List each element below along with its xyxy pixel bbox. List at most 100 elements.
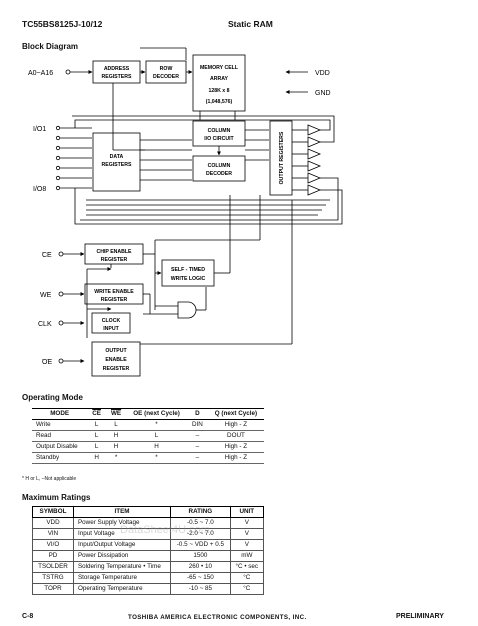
operating-mode-table: MODE CE WE OE (next Cycle) D Q (next Cyc… — [32, 408, 264, 464]
table-cell: * — [126, 452, 187, 464]
table-cell: °C • sec — [229, 561, 265, 573]
table-cell: °C — [229, 583, 265, 595]
table-cell: 1500 — [170, 550, 231, 562]
table-header-row: MODE CE WE OE (next Cycle) D Q (next Cyc… — [32, 408, 264, 420]
col-header: D — [186, 408, 208, 420]
data-registers-block — [92, 132, 141, 192]
table-cell: L — [87, 419, 106, 431]
table-cell: VI/O — [32, 539, 74, 551]
table-cell: -65 ~ 150 — [170, 572, 231, 584]
part-number: TC55BS8125J-10/12 — [22, 19, 103, 29]
table-header-row: SYMBOL ITEM RATING UNIT — [32, 506, 265, 518]
data-registers-label-2: REGISTERS — [102, 162, 133, 168]
operating-mode-note: * H or L, –Not applicable — [22, 476, 77, 482]
chip-enable-label: CHIP ENABLE — [96, 249, 132, 255]
self-timed-label: SELF - TIMED — [171, 267, 205, 273]
col-header: OE (next Cycle) — [126, 408, 187, 420]
memory-size-label: 128K x 8 — [208, 88, 229, 94]
memory-array-label-2: ARRAY — [210, 76, 229, 82]
output-enable-register-block — [91, 341, 141, 377]
table-cell: Input/Output Voltage — [72, 539, 172, 551]
table-cell: Storage Temperature — [72, 572, 172, 584]
table-cell: V — [229, 528, 265, 540]
table-cell: H — [105, 430, 127, 442]
table-cell: L — [126, 430, 187, 442]
row-decoder-label: ROW — [160, 66, 173, 72]
document-title: Static RAM — [228, 19, 273, 29]
chip-enable-label-2: REGISTER — [101, 257, 128, 263]
page-number: C-8 — [22, 613, 34, 620]
table-cell: mW — [229, 550, 265, 562]
output-registers-block — [269, 120, 293, 196]
output-enable-label-3: REGISTER — [103, 366, 130, 372]
table-row: VI/O Input/Output Voltage -0.5 ~ VDD + 0… — [32, 539, 265, 551]
clk-pin-label: CLK — [38, 321, 52, 328]
data-registers-label: DATA — [110, 154, 124, 160]
table-cell: Write — [32, 419, 88, 431]
io8-pin-label: I/O8 — [33, 186, 46, 193]
gnd-pin-label: GND — [315, 90, 331, 97]
memory-bits-label: (1,048,576) — [206, 99, 233, 105]
table-cell: Soldering Temperature • Time — [72, 561, 172, 573]
table-cell: High - Z — [207, 452, 264, 464]
table-cell: PD — [32, 550, 74, 562]
self-timed-label-2: WRITE LOGIC — [171, 276, 206, 282]
table-row: Standby H * * – High - Z — [32, 452, 264, 464]
memory-array-label: MEMORY CELL — [200, 65, 239, 71]
table-cell: H — [126, 441, 187, 453]
block-diagram-title: Block Diagram — [22, 42, 79, 51]
clock-label: CLOCK — [102, 318, 121, 324]
col-header: ITEM — [72, 506, 172, 518]
table-row: PD Power Dissipation 1500 mW — [32, 550, 265, 562]
table-cell: °C — [229, 572, 265, 584]
we-pin-label: WE — [40, 292, 52, 299]
table-row: VDD Power Supply Voltage -0.5 ~ 7.0 V — [32, 517, 265, 529]
table-row: Output Disable L H H – High - Z — [32, 441, 264, 453]
table-cell: High - Z — [207, 441, 264, 453]
io1-pin-label: I/O1 — [33, 126, 46, 133]
col-header: UNIT — [229, 506, 265, 518]
col-header: CE — [87, 408, 106, 420]
table-cell: – — [186, 430, 208, 442]
table-cell: Output Disable — [32, 441, 88, 453]
table-cell: Read — [32, 430, 88, 442]
table-cell: TSOLDER — [32, 561, 74, 573]
address-registers-label: ADDRESS — [104, 66, 130, 72]
col-header: RATING — [170, 506, 231, 518]
row-decoder-label-2: DECODER — [153, 74, 179, 80]
table-cell: Operating Temperature — [72, 583, 172, 595]
table-cell: TOPR — [32, 583, 74, 595]
table-cell: -10 ~ 85 — [170, 583, 231, 595]
address-pin-label: A0~A16 — [28, 70, 53, 77]
table-cell: DIN — [186, 419, 208, 431]
col-header: Q (next Cycle) — [207, 408, 264, 420]
and-gate-symbol — [177, 301, 197, 319]
address-registers-label-2: REGISTERS — [102, 74, 133, 80]
table-cell: * — [126, 419, 187, 431]
company-name: TOSHIBA AMERICA ELECTRONIC COMPONENTS, I… — [128, 614, 307, 621]
table-cell: 260 • 10 — [170, 561, 231, 573]
table-cell: DOUT — [207, 430, 264, 442]
memory-cell-array-block — [192, 54, 246, 112]
table-cell: VIN — [32, 528, 74, 540]
self-timed-write-logic-block — [161, 259, 215, 287]
table-cell: -0.5 ~ VDD + 0.5 — [170, 539, 231, 551]
table-row: Write L L * DIN High - Z — [32, 419, 264, 431]
column-io-label: COLUMN — [208, 128, 231, 134]
vdd-pin-label: VDD — [315, 70, 330, 77]
maximum-ratings-title: Maximum Ratings — [22, 493, 91, 502]
col-header: WE — [105, 408, 127, 420]
write-enable-label: WRITE ENABLE — [94, 289, 134, 295]
table-row: Read L H L – DOUT — [32, 430, 264, 442]
table-row: TSOLDER Soldering Temperature • Time 260… — [32, 561, 265, 573]
oe-pin-label: OE — [42, 359, 52, 366]
watermark: DataSheet4U.com — [120, 524, 210, 536]
table-cell: – — [186, 452, 208, 464]
output-registers-label: OUTPUT REGISTERS — [279, 131, 285, 184]
operating-mode-title: Operating Mode — [22, 393, 83, 402]
table-row: VIN Input Voltage -2.0 ~ 7.0 V — [32, 528, 265, 540]
table-cell: * — [105, 452, 127, 464]
col-header: SYMBOL — [32, 506, 74, 518]
column-decoder-label-2: DECODER — [206, 171, 232, 177]
output-enable-label-2: ENABLE — [105, 357, 127, 363]
